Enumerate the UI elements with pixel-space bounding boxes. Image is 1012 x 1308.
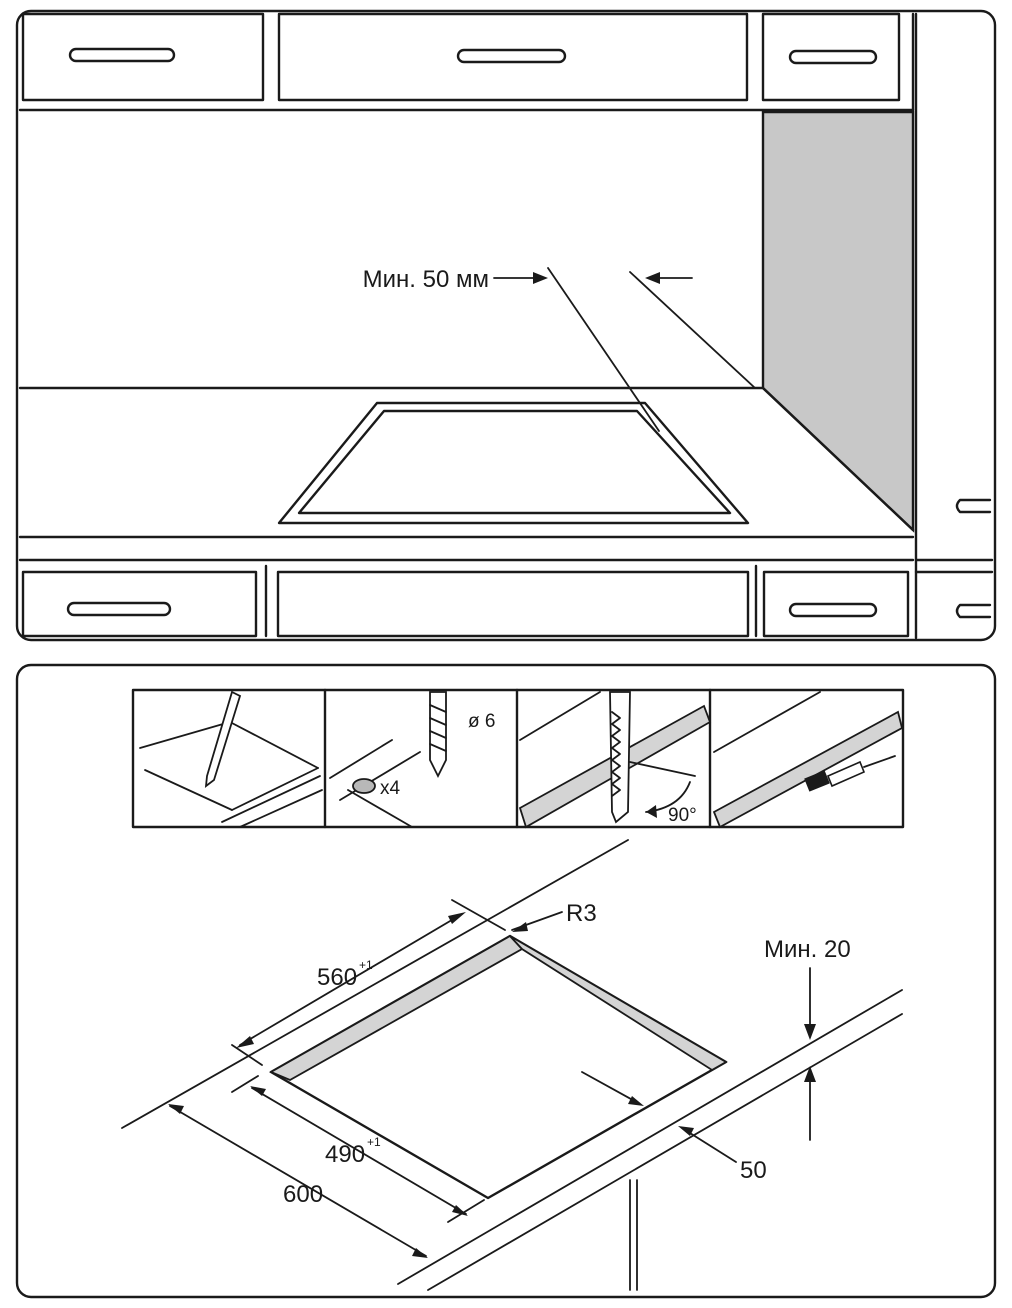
handle-icon (788, 49, 878, 65)
step-sawing: 90° (518, 691, 712, 829)
arrow-right-icon (533, 272, 548, 284)
step-strip: ø 6 x4 90° (131, 688, 905, 829)
arrow-icon (448, 912, 466, 924)
handle-icon (66, 601, 172, 617)
width-dimension: 560 +1 (231, 899, 506, 1066)
handle-icon (955, 603, 992, 619)
arrow-up-icon (804, 1066, 816, 1082)
handle-icon (68, 47, 176, 63)
step-marking (139, 690, 323, 828)
step-drilling: ø 6 x4 (329, 691, 495, 828)
arrow-left-icon (645, 272, 660, 284)
top-panel-frame (15, 9, 997, 642)
width-label: 560 (317, 964, 357, 991)
clearance-dimension: Мин. 50 мм (363, 266, 756, 432)
kitchen-view-panel: Мин. 50 мм (15, 9, 997, 642)
depth-tolerance: +1 (367, 1135, 381, 1149)
hob-outline (277, 401, 750, 525)
width-tolerance: +1 (359, 958, 373, 972)
arrow-icon (678, 1126, 694, 1136)
side-wall-shade (761, 110, 915, 533)
depth-label: 490 (325, 1141, 365, 1168)
hole-count-label: x4 (380, 778, 401, 799)
front-distance-label: 50 (740, 1157, 767, 1184)
arrow-icon (250, 1086, 266, 1096)
min-thickness-label: Мин. 20 (764, 936, 851, 963)
counter-depth-dimension: 600 (168, 1104, 428, 1258)
depth-dimension: 490 +1 (231, 1075, 485, 1223)
handle-icon (456, 48, 567, 64)
cutout-instructions-panel: ø 6 x4 90° (15, 663, 997, 1299)
jigsaw-blade-icon (609, 691, 631, 824)
cutout-edge-shade (268, 934, 524, 1082)
corner-radius-label: R3 (566, 900, 597, 927)
arrow-icon (452, 1205, 468, 1216)
sealant-nozzle-icon (804, 770, 830, 792)
drill-diameter-label: ø 6 (468, 711, 495, 732)
pencil-icon (204, 690, 242, 788)
cut-angle-label: 90° (668, 805, 697, 826)
corner-radius-callout: R3 (511, 900, 597, 932)
bottom-panel-frame (15, 663, 997, 1299)
arrow-icon (168, 1104, 184, 1114)
worktop-perspective (121, 839, 903, 1291)
min-thickness-dimension: Мин. 20 (764, 936, 851, 1141)
drill-hole-icon (352, 778, 376, 794)
cutout-edge-shade (509, 935, 728, 1072)
worktop (18, 386, 915, 562)
arrow-icon (236, 1036, 254, 1048)
arrow-icon (512, 922, 528, 932)
handle-icon (955, 498, 992, 514)
cutout-outline (268, 934, 728, 1200)
base-cabinets (21, 564, 910, 638)
arrow-icon (628, 1096, 644, 1106)
wall-cabinets (18, 12, 915, 112)
handle-icon (788, 602, 878, 618)
arrow-icon (412, 1248, 428, 1258)
front-distance-dimension: 50 (581, 1071, 767, 1184)
arrow-down-icon (804, 1024, 816, 1040)
tall-side-cabinet (914, 12, 994, 640)
step-sealing (712, 691, 904, 829)
clearance-label: Мин. 50 мм (363, 266, 489, 293)
arrow-left-icon (646, 805, 657, 818)
counter-depth-label: 600 (283, 1181, 323, 1208)
